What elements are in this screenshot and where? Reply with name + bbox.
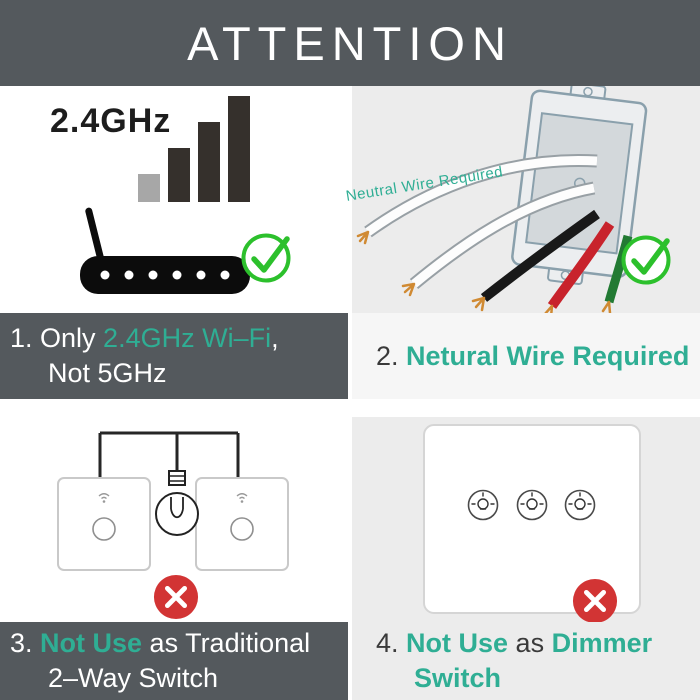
dimmer-panel-illustration: [423, 424, 641, 614]
caption-two-way-line1: 3. Not Use as Traditional: [10, 626, 348, 661]
caption-wifi-prefix: 1. Only: [10, 323, 104, 353]
caption-dimmer-as: as: [508, 628, 552, 658]
caption-wifi-highlight: 2.4GHz Wi–Fi: [103, 323, 272, 353]
signal-bar-1: [138, 174, 160, 202]
check-icon: [241, 233, 291, 283]
caption-wifi: 1. Only 2.4GHz Wi–Fi, Not 5GHz: [0, 313, 348, 399]
panel-dimmer: [352, 417, 700, 624]
caption-two-way: 3. Not Use as Traditional 2–Way Switch: [0, 622, 348, 700]
cross-icon: [572, 578, 618, 624]
page-title: ATTENTION: [187, 16, 513, 70]
caption-two-way-line2: 2–Way Switch: [48, 663, 219, 693]
cross-icon: [153, 574, 199, 620]
panel-two-way: [0, 417, 348, 622]
wall-box-illustration: [356, 86, 648, 313]
router-icon: [80, 207, 250, 294]
caption-dimmer-line1: 4. Not Use as Dimmer: [376, 626, 700, 661]
caption-neutral-highlight: Netural Wire Required: [406, 340, 690, 371]
signal-bar-4: [228, 96, 250, 202]
caption-dimmer-highlight2: Dimmer: [551, 628, 653, 658]
header-bar: ATTENTION: [0, 0, 700, 86]
caption-two-way-prefix: 3.: [10, 628, 41, 658]
caption-dimmer-highlight: Not Use: [406, 628, 509, 658]
caption-dimmer-line2: Switch: [414, 663, 502, 693]
caption-neutral-prefix: 2.: [376, 340, 407, 371]
caption-dimmer-prefix: 4.: [376, 628, 407, 658]
signal-bar-3: [198, 122, 220, 202]
wifi-signal-bars-icon: [138, 94, 250, 202]
bulb-icon: [155, 470, 199, 536]
check-icon: [621, 235, 671, 285]
caption-wifi-line2: Not 5GHz: [48, 358, 167, 388]
caption-two-way-highlight: Not Use: [40, 628, 143, 658]
two-way-switch-illustration: [57, 431, 289, 571]
caption-neutral: 2. Netural Wire Required: [352, 313, 700, 399]
signal-bar-2: [168, 148, 190, 202]
caption-two-way-rest: as Traditional: [142, 628, 311, 658]
caption-neutral-line1: 2. Netural Wire Required: [376, 339, 689, 374]
caption-wifi-line1: 1. Only 2.4GHz Wi–Fi,: [10, 321, 348, 356]
caption-dimmer: 4. Not Use as Dimmer Switch: [352, 622, 700, 700]
caption-wifi-comma: ,: [271, 323, 279, 353]
wifi-frequency-label: 2.4GHz: [50, 102, 172, 140]
panel-neutral-wire: Neutral Wire Required: [345, 86, 700, 313]
panel-wifi: 2.4GHz: [0, 86, 348, 313]
